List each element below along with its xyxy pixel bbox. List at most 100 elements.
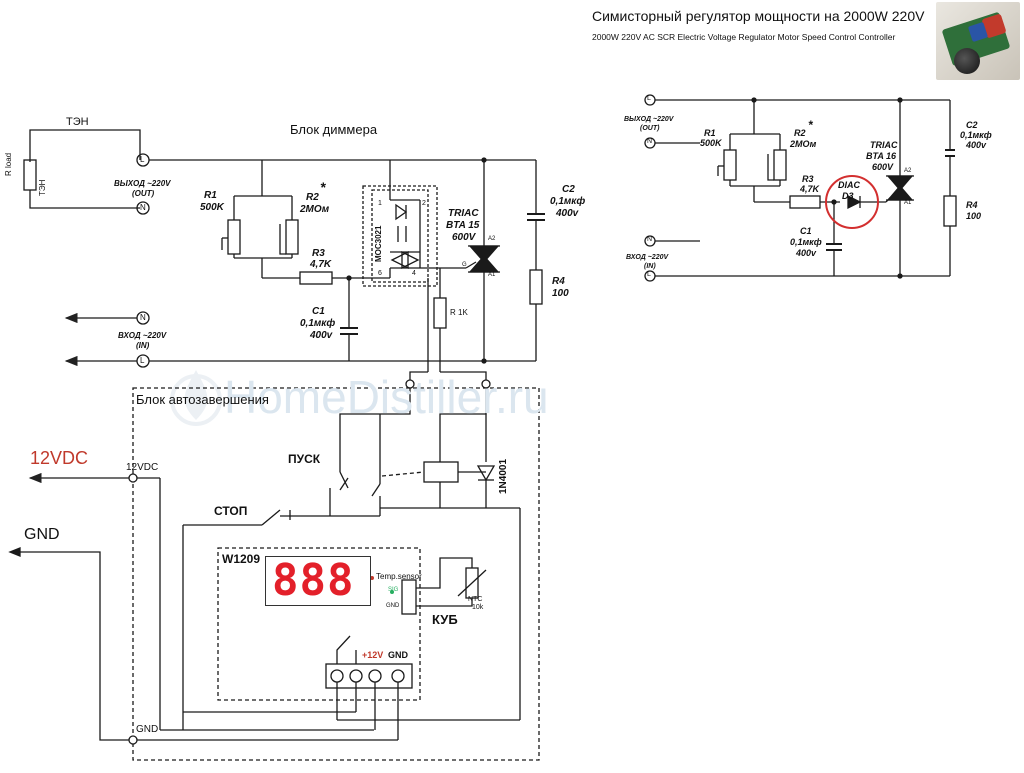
display-digits: 888 (272, 555, 355, 606)
moc-pin-1: 1 (378, 200, 382, 207)
right-r3-name: R3 (802, 174, 814, 184)
right-r3-value: 4,7K (800, 184, 820, 194)
product-photo (936, 2, 1020, 80)
diode-label: 1N4001 (498, 458, 509, 494)
c1-voltage: 400v (310, 330, 333, 341)
kub-label: КУБ (432, 612, 458, 627)
c1-value: 0,1мкф (300, 318, 336, 329)
load-r-label: R load (4, 152, 13, 176)
moc3021-label: MOC3021 (374, 225, 383, 262)
terminal-l-top: L (140, 155, 145, 164)
triac-a1: A1 (488, 272, 496, 278)
right-c1-voltage: 400v (796, 248, 817, 258)
moc-pin-4: 4 (412, 270, 416, 277)
r4-value: 100 (552, 288, 569, 299)
c2-voltage: 400v (556, 208, 579, 219)
v12-big-label: 12VDC (30, 448, 89, 468)
gnd-big-label: GND (24, 526, 60, 543)
c1-name: C1 (312, 306, 325, 317)
c2-name: C2 (562, 184, 575, 195)
w1209-module (217, 547, 421, 701)
load-ten-side-label: ТЭН (38, 179, 47, 196)
right-r2-name: R2 (794, 128, 806, 138)
right-in-label: ВХОД ~220V (626, 254, 669, 261)
right-terminal-l-top: L (647, 95, 651, 102)
right-terminal-l-bottom: L (647, 271, 651, 278)
moc-pin-6: 6 (378, 270, 382, 277)
right-r1-value: 500K (700, 138, 722, 148)
terminal-n-bottom: N (140, 313, 146, 322)
right-out-sub: (OUT) (640, 125, 660, 132)
r-1k-label: R 1K (450, 308, 468, 317)
moc3021-optocoupler (371, 189, 429, 283)
triac-a2: A2 (488, 236, 496, 242)
right-triac-a1: A1 (904, 200, 912, 206)
right-c1-name: C1 (800, 226, 812, 236)
right-triac-name: TRIAC (870, 140, 898, 150)
terminal-n-top: N (140, 203, 146, 212)
triac-name: TRIAC (448, 208, 479, 219)
start-label: ПУСК (288, 452, 321, 466)
stop-label: СТОП (214, 504, 248, 518)
diac-highlight-circle (825, 175, 879, 229)
auto-title: Блок автозавершения (136, 392, 269, 407)
relay-coil (423, 461, 459, 483)
right-terminal-n-top: N (647, 138, 653, 145)
gnd-pin-label: GND (386, 603, 400, 609)
right-r4-name: R4 (966, 200, 978, 210)
plus12-label: +12V (362, 650, 384, 660)
moc-pin-2: 2 (422, 200, 426, 207)
right-c2-voltage: 400v (966, 140, 987, 150)
right-diac-id: D3 (842, 191, 854, 201)
auto-block-frame (132, 387, 540, 761)
dimmer-in-sub: (IN) (136, 341, 150, 350)
w1209-label: W1209 (222, 552, 261, 566)
r1-name: R1 (204, 190, 217, 201)
ntc-label: NTC (468, 596, 483, 603)
watermark-logo (170, 370, 222, 426)
load-ten-label: ТЭН (66, 116, 89, 128)
load-resistor (23, 159, 37, 191)
sig-pin-label: SIG (388, 587, 399, 593)
right-c1-value: 0,1мкф (790, 237, 822, 247)
v12-small-label: 12VDC (126, 462, 159, 473)
right-r4-resistor (943, 195, 957, 227)
r-1k-resistor (433, 297, 447, 329)
right-triac-a2: A2 (904, 168, 912, 174)
dimmer-out-sub: (OUT) (132, 189, 155, 198)
right-r1-name: R1 (704, 128, 716, 138)
r4-name: R4 (552, 276, 565, 287)
triac-voltage: 600V (452, 232, 476, 243)
gnd-small-label: GND (136, 724, 159, 735)
r1-value: 500K (200, 202, 224, 213)
r3-name: R3 (312, 248, 325, 259)
watermark-text: HomeDistiller.ru (224, 371, 549, 423)
r2-value: 2МОм (300, 204, 330, 215)
right-r4-value: 100 (966, 211, 982, 221)
dimmer-in-label: ВХОД ~220V (118, 331, 167, 340)
page-title: Симисторный регулятор мощности на 2000W … (592, 8, 925, 24)
load-bottom-wire (29, 190, 140, 209)
right-triac-model: BTA 16 (866, 151, 897, 161)
w1209-display: 888 (265, 555, 371, 606)
r2-resistor (285, 219, 299, 255)
dimmer-title: Блок диммера (290, 122, 378, 137)
c2-value: 0,1мкф (550, 196, 586, 207)
dimmer-out-label: ВЫХОД ~220V (114, 179, 171, 188)
right-triac-voltage: 600V (872, 162, 894, 172)
right-diac-name: DIAC (838, 180, 860, 190)
gnd-term-label: GND (388, 650, 408, 660)
right-r2-value: 2МОм (790, 139, 817, 149)
r3-resistor (299, 271, 333, 285)
triac-model: BTA 15 (446, 220, 480, 231)
triac-g: G (462, 262, 467, 268)
ntc-value: 10k (472, 604, 484, 611)
r4-resistor (529, 269, 543, 305)
r1-potentiometer (227, 219, 241, 255)
r3-value: 4,7K (310, 259, 332, 270)
temp-sensor-label: Temp.sensor (376, 572, 422, 581)
r2-star: * (320, 179, 326, 195)
diode-1n4001 (476, 465, 496, 482)
